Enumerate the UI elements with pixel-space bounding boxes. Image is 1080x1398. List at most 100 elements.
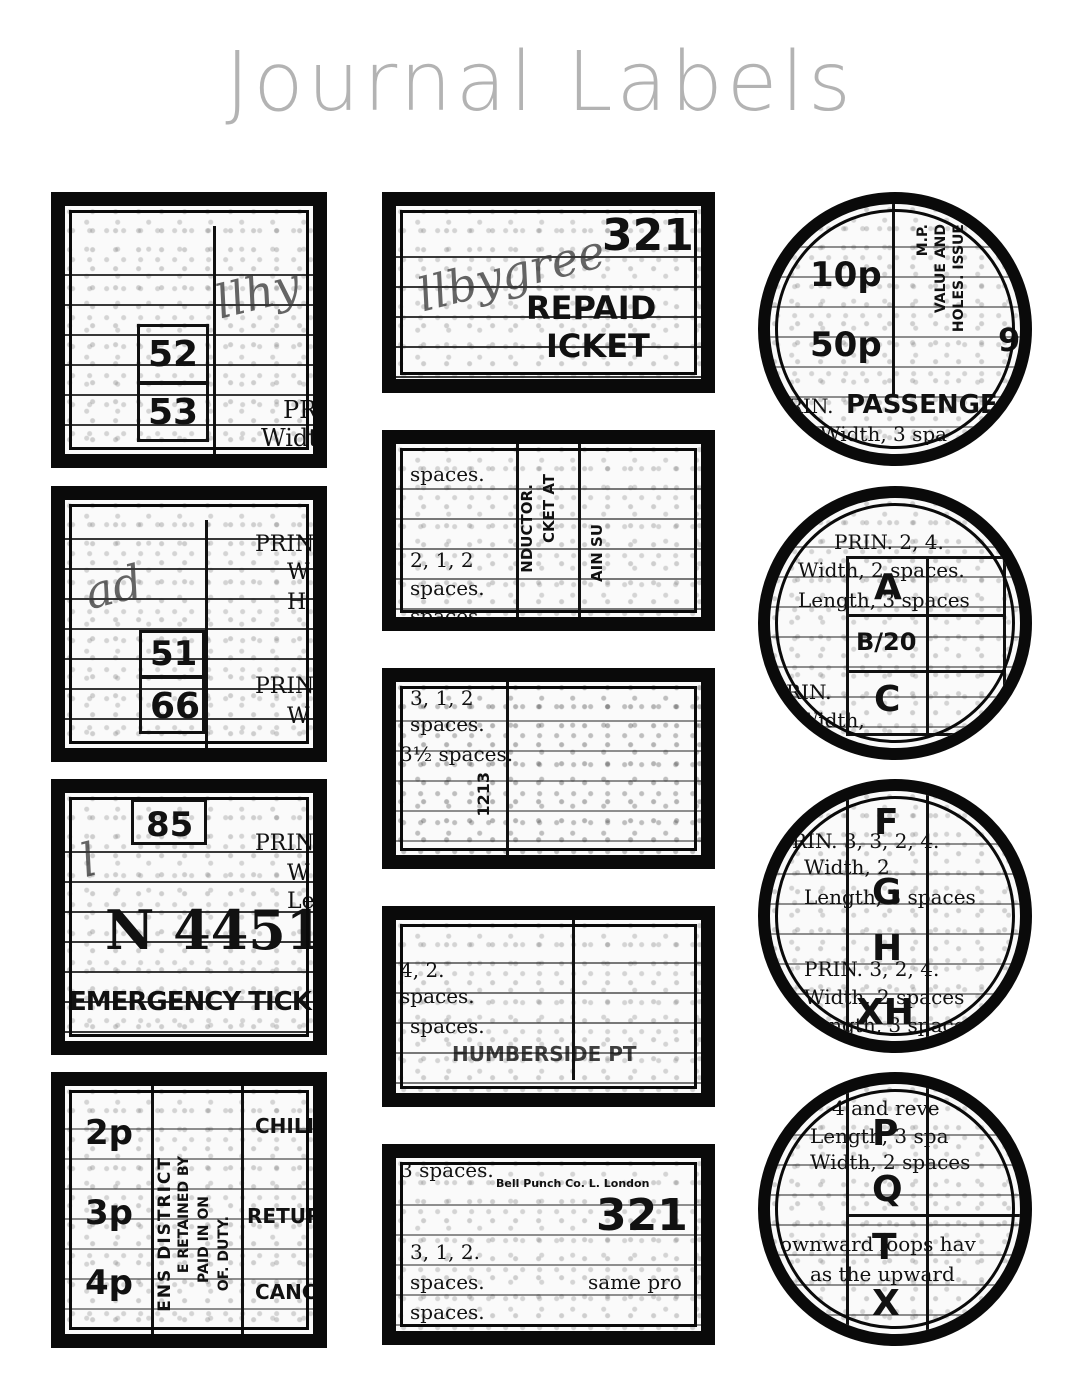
rect-label-2: spaces. 2, 1, 2 spaces. spaces. NDUCTOR.… [382,430,715,631]
ruled-lines [396,228,701,379]
ticket-type: RETUR [247,1204,322,1228]
printer-header: Bell Punch Co. L. London [496,1177,650,1190]
square-label-2: ad 51 66 PRIN W H PRIN W [51,486,327,762]
ticket-number: 53 [148,392,199,433]
print-text: PRIN. 3, 2, 4. [804,957,940,981]
circle-label-3: RIN. 3, 3, 2, 4. Width, 2 Length, 3 spac… [758,779,1032,1053]
ruled-lines [65,823,313,1041]
vertical-text: M.P. [915,224,931,257]
grid-letter: P [872,1113,899,1154]
number-box: 66 [139,676,205,734]
grid-letter: T [872,1227,897,1268]
divider [926,1084,929,1334]
grid-letter: F [874,802,899,843]
vertical-text: AIN SU [588,524,606,582]
square-label-4: 2p 3p 4p ENS DISTRICT E RETAINED BY PAID… [51,1072,327,1348]
ticket-heading: REPAID [526,289,657,327]
vertical-text: VALUE AND [933,224,949,314]
divider [926,556,929,736]
vertical-text: HOLES. ISSUE [951,224,967,333]
ruled-lines [770,218,1020,454]
number-box: 52 [137,324,209,384]
grid-letter: A [874,567,902,608]
ticket-type: CHILI [255,1114,315,1138]
ticket-number: 321 [602,210,694,261]
print-text: 4, 2. [400,958,445,982]
print-text: PRIN [255,532,315,557]
ruled-lines [396,692,701,855]
serial-number: N 4451 [105,898,324,962]
ticket-number: 51 [150,634,198,674]
divider [241,1086,244,1334]
print-text: as the upward [810,1262,955,1286]
fare-value: 2p [85,1113,133,1153]
ticket-heading: ICKET [546,327,650,365]
print-text: spaces. [410,1270,485,1294]
ruled-lines [65,246,313,454]
divider [846,670,1006,673]
divider [205,520,208,748]
print-text: RIN. [786,680,832,704]
print-text: W [287,704,310,729]
print-text: Width, 2 [804,855,890,879]
print-text: Length, 3 spa [810,1124,949,1148]
ticket-banner: EMERGENCY TICKE [69,987,327,1017]
number-box: 53 [137,382,209,442]
print-text: 3, 1, 2. [410,1240,480,1264]
grid-letter: XH [856,992,914,1033]
divider [892,204,895,394]
divider [578,444,581,617]
print-text: 3, 1, 2 [410,686,474,710]
fare-value: 3p [85,1193,133,1233]
print-text: spaces. [410,462,485,486]
print-text: spaces. [400,984,475,1008]
ruled-lines [65,1100,313,1334]
print-text: spaces. [410,1014,485,1038]
vertical-text: CKET AT [540,474,558,544]
vertical-text: E RETAINED BY [176,1156,192,1274]
page-title: Journal Labels [225,35,855,130]
print-text: spaces. [410,576,485,600]
ticket-number: 321 [596,1190,688,1241]
rect-label-5: 3 spaces. Bell Punch Co. L. London 321 3… [382,1144,715,1345]
number-box: 51 [139,630,205,678]
print-text: W [287,861,310,886]
print-text: 3 spaces. [400,1158,494,1182]
print-text: PRIN. 2, 4. [834,530,944,554]
vertical-text: PAID IN ON [196,1196,212,1283]
print-text: W [287,560,310,585]
print-text: spaces. [410,712,485,736]
print-text: PRIN [255,831,315,856]
ticket-number: 66 [150,686,201,727]
print-text: Length, 3 spaces [804,1013,976,1037]
grid-letter: G [872,872,902,913]
ruled-lines [770,1106,1020,1334]
ticket-type: CANC [255,1280,317,1304]
print-text: Width, 2 spaces [810,1150,971,1174]
circle-label-1: 10p 50p M.P. VALUE AND HOLES. ISSUE 9 RI… [758,192,1032,466]
rect-label-1: llbygree 321 REPAID ICKET [382,192,715,393]
print-text: Width, 3 spa [820,422,948,446]
grid-letter: Q [872,1169,903,1210]
ticket-number: 85 [146,805,194,845]
fare-value: 10p [810,255,882,295]
divider [213,226,216,454]
print-text: PRI [283,396,327,424]
rect-label-3: 3, 1, 2 spaces. 3½ spaces. 1213 [382,668,715,869]
print-text: Width, 2 spaces [804,985,965,1009]
print-text: Width, 2 spaces. [798,558,965,582]
ruled-lines [396,460,701,617]
rect-label-4: 4, 2. spaces. spaces. HUMBERSIDE PT [382,906,715,1107]
grid-letter: B/20 [856,628,917,656]
stray-digit: 9 [998,321,1021,359]
print-text: spaces. [410,1300,485,1324]
print-text: 2, 1, 2 [410,548,474,572]
vertical-text: 1213 [474,772,493,817]
divider [846,1214,1020,1217]
fare-value: 4p [85,1263,133,1303]
square-label-1: llhy 52 53 PRI Widt [51,192,327,468]
divider [506,682,509,855]
print-text: PRIN [255,674,315,699]
vertical-text: OF. DUTY. [216,1216,232,1292]
ticket-banner: PASSENGE [846,390,998,420]
